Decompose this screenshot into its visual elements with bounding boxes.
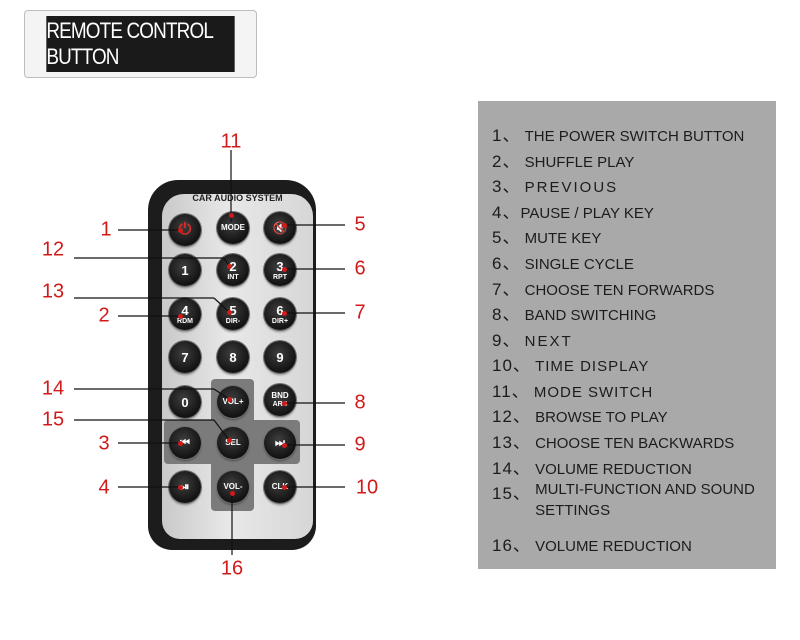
legend-item: 10、 TIME DISPLAY	[492, 356, 650, 375]
power-icon: ⏻	[178, 221, 192, 238]
button-8[interactable]: 8	[217, 341, 249, 373]
callout-1: 1	[100, 218, 112, 241]
marker-dot	[228, 212, 234, 218]
button-1-label: 1	[181, 262, 189, 278]
legend-item: 14、 VOLUME REDUCTION	[492, 459, 692, 478]
legend-item: 15、 MULTI-FUNCTION AND SOUND SETTINGS	[492, 481, 755, 519]
legend-item: 11、 MODE SWITCH	[492, 382, 654, 401]
remote-brand-label: CAR AUDIO SYSTEM	[192, 193, 283, 203]
legend-item: 7、 CHOOSE TEN FORWARDS	[492, 280, 715, 299]
title-frame: REMOTE CONTROL BUTTON	[24, 10, 257, 78]
callout-8: 8	[354, 391, 366, 414]
callout-7: 7	[354, 301, 366, 324]
band-label: BND	[271, 391, 289, 400]
button-4-sublabel: RDM	[177, 317, 193, 325]
callout-6: 6	[354, 257, 366, 280]
marker-dot	[229, 490, 235, 496]
callout-3: 3	[98, 432, 110, 455]
button-3-label: 3	[276, 258, 284, 274]
play-pause-icon: ⏯	[180, 480, 190, 493]
button-7-label: 7	[181, 349, 189, 365]
select-button[interactable]: SEL	[217, 427, 249, 459]
button-9[interactable]: 9	[264, 341, 296, 373]
clock-label: CLK	[271, 482, 289, 491]
legend-item: 5、 MUTE KEY	[492, 228, 602, 247]
legend-item: 1、 THE POWER SWITCH BUTTON	[492, 126, 745, 145]
marker-dot	[281, 310, 287, 316]
legend-item: 6、 SINGLE CYCLE	[492, 254, 634, 273]
legend-item: 12、 BROWSE TO PLAY	[492, 407, 668, 426]
volume-down-button[interactable]: VOL-	[217, 471, 249, 503]
callout-4: 4	[98, 476, 110, 499]
button-2-sublabel: INT	[227, 273, 239, 281]
marker-dot	[226, 309, 232, 315]
marker-dot	[281, 442, 287, 448]
button-8-label: 8	[229, 349, 237, 365]
button-5-sublabel: DIR-	[225, 317, 241, 325]
callout-16: 16	[220, 557, 244, 580]
next-icon: ⏭	[275, 436, 285, 449]
button-1[interactable]: 1	[169, 254, 201, 286]
legend-item: 3、 PREVIOUS	[492, 177, 619, 196]
marker-dot	[226, 263, 232, 269]
callout-9: 9	[354, 433, 366, 456]
callout-15: 15	[41, 408, 65, 431]
button-4-label: 4	[181, 302, 189, 318]
next-button[interactable]: ⏭	[264, 427, 296, 459]
marker-dot	[281, 484, 287, 490]
button-6-sublabel: DIR+	[271, 317, 289, 325]
select-label: SEL	[225, 438, 241, 447]
callout-11: 11	[220, 130, 242, 153]
mute-button[interactable]: 🔇	[264, 212, 296, 244]
marker-dot	[226, 437, 232, 443]
callout-13: 13	[41, 280, 65, 303]
callout-5: 5	[354, 213, 366, 236]
volume-up-button[interactable]: VOL+	[217, 386, 249, 418]
button-0[interactable]: 0	[169, 386, 201, 418]
legend-item: 16、 VOLUME REDUCTION	[492, 536, 692, 555]
legend-item: 13、 CHOOSE TEN BACKWARDS	[492, 433, 735, 452]
button-6-label: 6	[276, 302, 284, 318]
marker-dot	[177, 313, 183, 319]
marker-dot	[177, 440, 183, 446]
button-7[interactable]: 7	[169, 341, 201, 373]
mode-label: MODE	[221, 223, 245, 232]
button-3-sublabel: RPT	[273, 273, 287, 281]
legend-item: 4、PAUSE / PLAY KEY	[492, 203, 654, 222]
callout-14: 14	[41, 377, 65, 400]
volume-up-label: VOL+	[222, 397, 244, 406]
callout-10: 10	[355, 476, 379, 499]
marker-dot	[281, 266, 287, 272]
page-title: REMOTE CONTROL BUTTON	[46, 16, 235, 72]
volume-down-label: VOL-	[223, 482, 243, 491]
button-0-label: 0	[181, 394, 189, 410]
marker-dot	[281, 222, 287, 228]
button-5-label: 5	[229, 302, 237, 318]
marker-dot	[177, 484, 183, 490]
button-9-label: 9	[276, 349, 284, 365]
callout-12: 12	[41, 238, 65, 261]
band-sublabel: ARS	[272, 401, 288, 408]
legend-item: 9、 NEXT	[492, 331, 573, 350]
legend-item: 8、 BAND SWITCHING	[492, 305, 657, 324]
callout-2: 2	[98, 304, 110, 327]
marker-dot	[177, 227, 183, 233]
legend-item: 2、 SHUFFLE PLAY	[492, 152, 635, 171]
marker-dot	[226, 396, 232, 402]
marker-dot	[281, 400, 287, 406]
button-2-label: 2	[229, 258, 237, 274]
legend-panel: 1、 THE POWER SWITCH BUTTON 2、 SHUFFLE PL…	[478, 101, 776, 569]
previous-icon: ⏮	[180, 436, 190, 449]
